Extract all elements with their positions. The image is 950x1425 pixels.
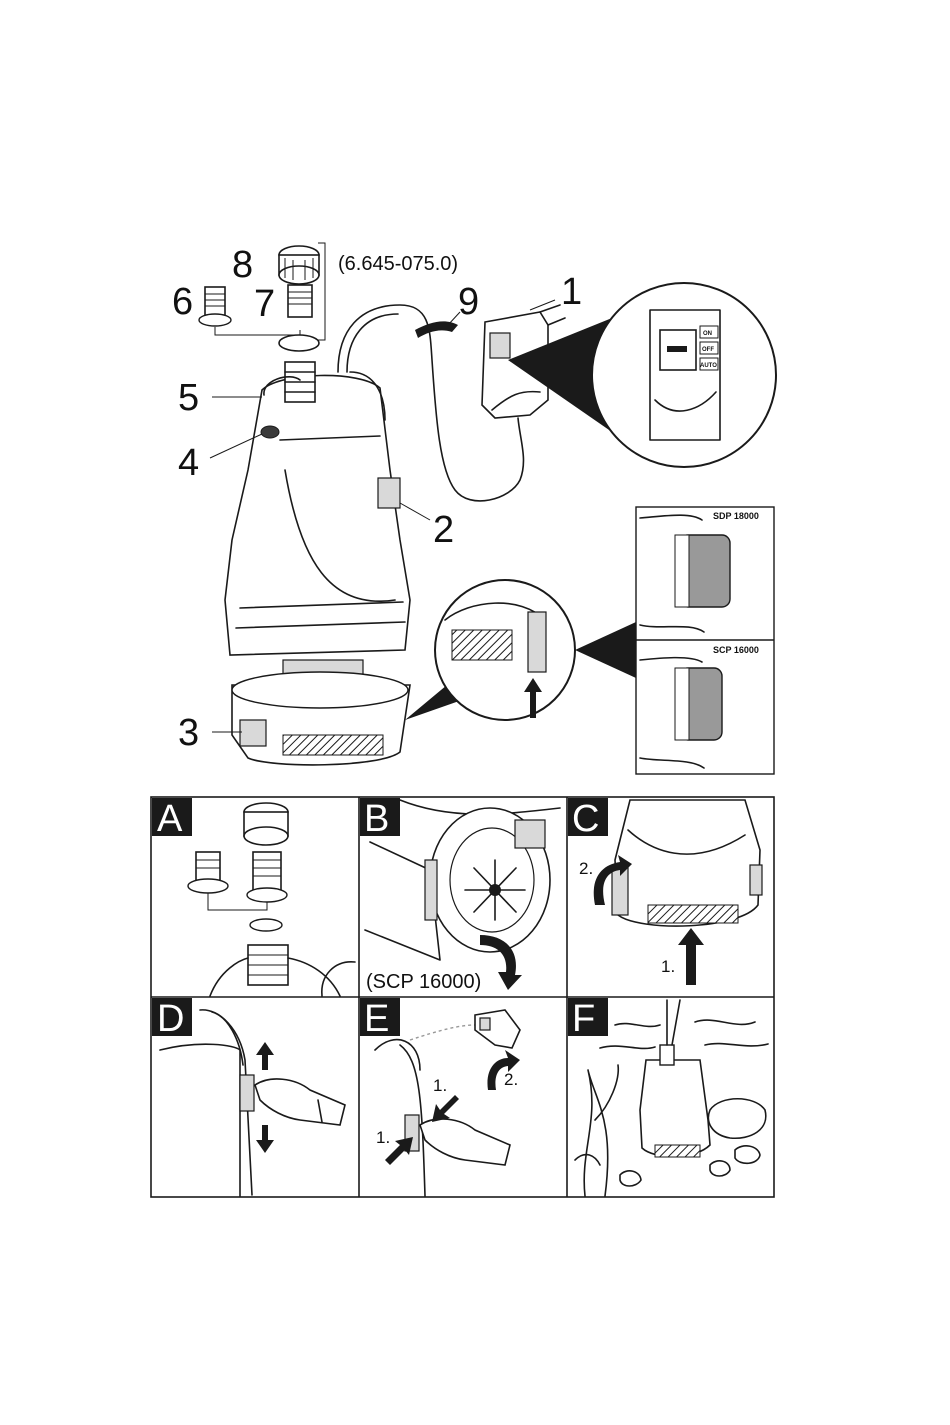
panel-f-letter: F <box>572 998 595 1040</box>
impeller-icon <box>465 860 525 920</box>
panel-e-step-1b: 1. <box>376 1128 390 1147</box>
callout-9: 9 <box>458 281 479 323</box>
panel-a-letter: A <box>157 798 183 840</box>
callout-4: 4 <box>178 442 199 484</box>
base-zoom-circle <box>435 580 575 720</box>
switch-label-auto: AUTO <box>700 363 717 369</box>
panel-e-step-1a: 1. <box>433 1076 447 1095</box>
model-detail-box: SDP 18000 SCP 16000 <box>636 507 774 774</box>
switch-zoom-circle: ON OFF AUTO <box>592 283 776 467</box>
callout-7: 7 <box>254 283 275 325</box>
callout-1: 1 <box>561 271 582 313</box>
cable-marker <box>415 321 458 338</box>
panel-e-letter: E <box>364 998 389 1040</box>
accessory-kit-number: (6.645-075.0) <box>338 253 458 275</box>
model-label-sdp: SDP 18000 <box>713 511 759 521</box>
callout-8: 8 <box>232 244 253 286</box>
switch-label-off: OFF <box>702 347 714 353</box>
callout-3: 3 <box>178 712 199 754</box>
panel-b-letter: B <box>364 798 389 840</box>
panel-b-caption: (SCP 16000) <box>366 971 481 993</box>
switch-label-on: ON <box>703 331 712 337</box>
overview-diagram: ON OFF AUTO <box>172 243 776 774</box>
callout-2: 2 <box>433 509 454 551</box>
panel-d-letter: D <box>157 998 184 1040</box>
pump-base <box>232 672 410 765</box>
pump-body <box>225 362 410 675</box>
callout-5: 5 <box>178 377 199 419</box>
panel-c-step-2: 2. <box>579 859 593 878</box>
zoom-pointer-models <box>575 622 636 678</box>
panel-c-letter: C <box>572 798 599 840</box>
panel-c-step-1: 1. <box>661 957 675 976</box>
model-label-scp: SCP 16000 <box>713 645 759 655</box>
panel-e-step-2: 2. <box>504 1070 518 1089</box>
callout-6: 6 <box>172 281 193 323</box>
